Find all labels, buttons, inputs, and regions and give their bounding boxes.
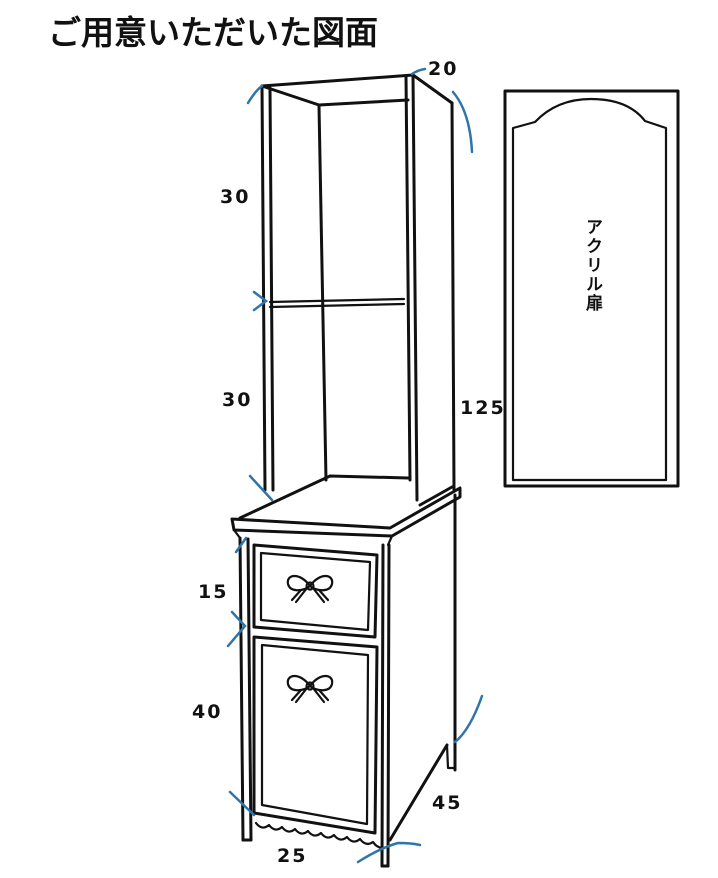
- dimension-cabinet-width: 25: [277, 845, 308, 867]
- cabinet-body: [238, 493, 457, 868]
- dimension-door-height: 40: [192, 701, 223, 723]
- bow-drawer: [286, 574, 334, 604]
- dimension-top-depth: 20: [428, 58, 459, 80]
- dimension-drawer-height: 15: [198, 581, 229, 603]
- cabinet-top: [230, 486, 462, 547]
- upper-shelf-unit: [238, 73, 456, 520]
- acrylic-door-panel: [503, 89, 680, 488]
- measure-marks: [226, 67, 484, 864]
- page-title: ご用意いただいた図面: [48, 13, 378, 52]
- bow-door: [286, 674, 334, 704]
- dimension-cabinet-depth: 45: [432, 792, 463, 814]
- acrylic-door-label: アクリル扉: [582, 218, 602, 313]
- dimension-upper-shelf-height: 30: [220, 186, 251, 208]
- dimension-lower-shelf-height: 30: [222, 389, 253, 411]
- dimension-total-height: 125: [460, 397, 506, 419]
